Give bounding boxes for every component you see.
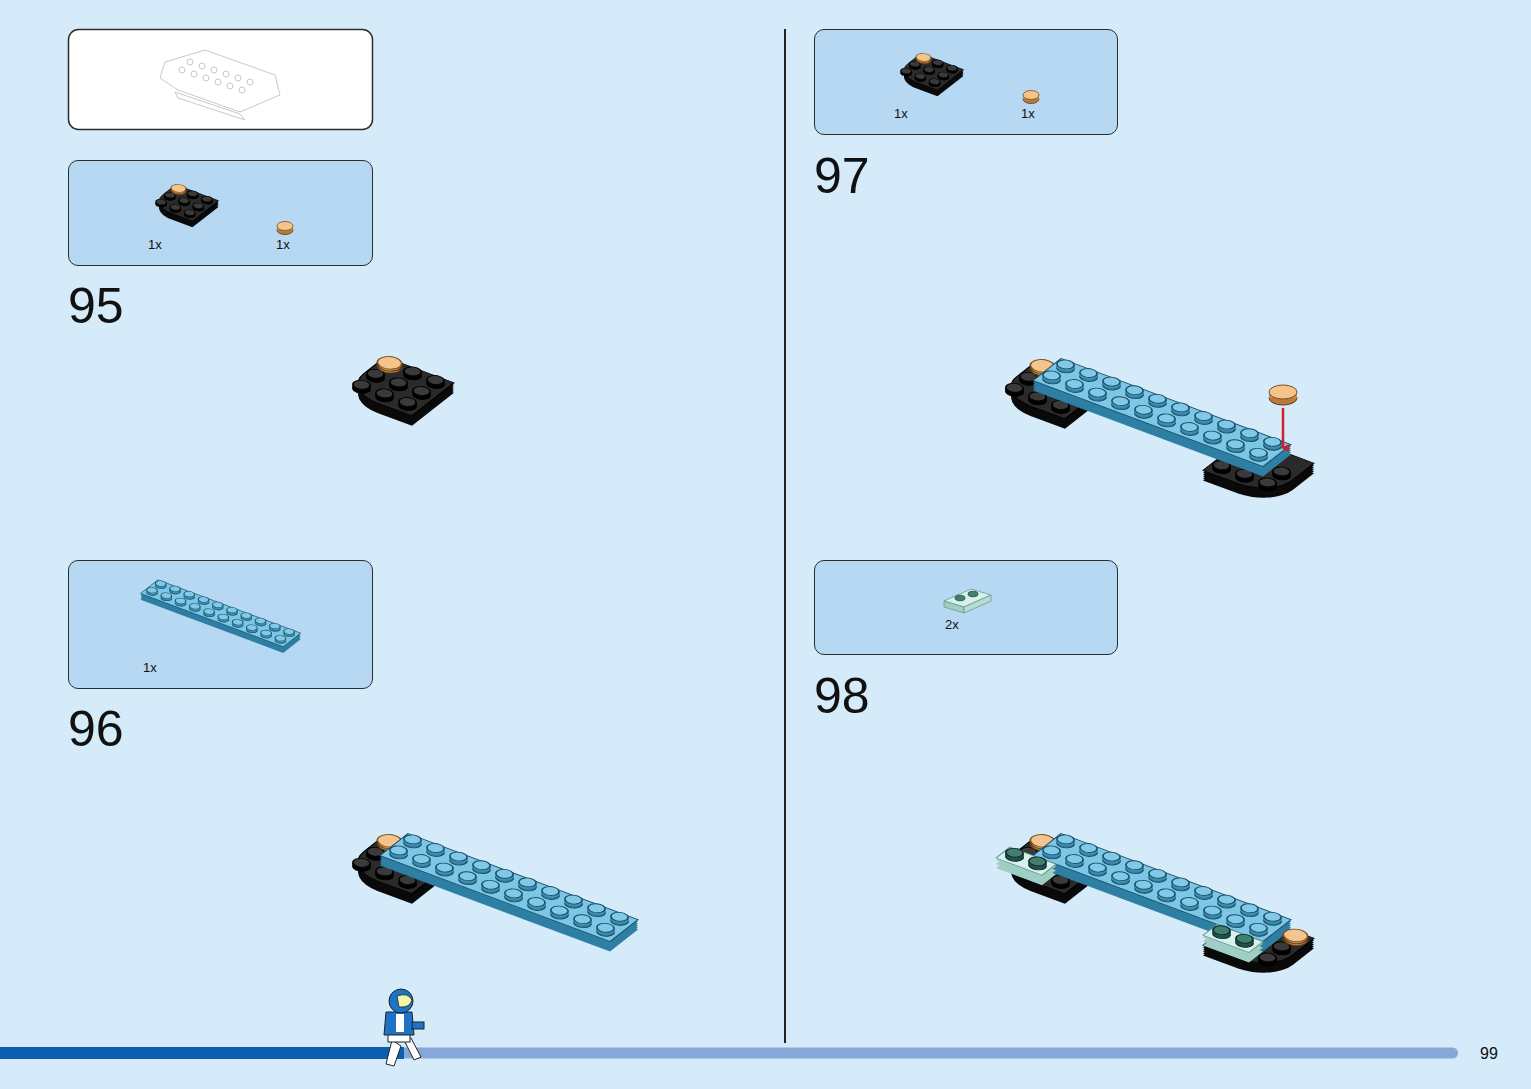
illustration-part — [895, 52, 1039, 104]
illustration-part — [223, 71, 229, 77]
step-number: 98 — [814, 671, 870, 721]
part-quantity: 1x — [148, 237, 162, 253]
part-thumbnail — [1023, 91, 1039, 104]
step-95-model — [343, 354, 454, 426]
progress-track — [400, 1048, 1458, 1059]
illustration-part — [179, 67, 185, 73]
step-96-model — [343, 832, 638, 952]
parts-thumbnails — [69, 161, 374, 267]
illustration-part — [397, 995, 412, 1007]
part-thumbnail — [150, 183, 219, 228]
illustration-part — [1269, 385, 1297, 399]
parts-callout-box: 1x 1x — [68, 160, 373, 266]
illustration-part — [203, 75, 209, 81]
illustration-part — [944, 601, 964, 613]
parts-thumbnails — [69, 561, 374, 690]
illustration-part — [235, 75, 241, 81]
illustration-part — [968, 591, 978, 597]
illustration-part — [1279, 927, 1312, 949]
page-number: 99 — [1480, 1046, 1498, 1062]
column-divider — [784, 29, 786, 1043]
illustration-part — [277, 222, 293, 231]
illustration-part — [215, 79, 221, 85]
placement-arrow — [1282, 408, 1285, 448]
illustration-part — [412, 1022, 424, 1029]
step-number: 97 — [814, 151, 870, 201]
submodel-preview — [160, 50, 280, 120]
illustration-part — [380, 833, 638, 951]
illustration-part — [1023, 91, 1039, 100]
falling-tile — [1269, 385, 1297, 405]
illustration-part — [996, 847, 1263, 963]
progress-fill — [0, 1047, 404, 1059]
illustration-part — [211, 67, 217, 73]
parts-thumbnails — [815, 561, 1119, 656]
part-quantity: 1x — [1021, 106, 1035, 122]
illustration-part — [239, 87, 245, 93]
part-thumbnail — [141, 580, 301, 653]
part-quantity: 1x — [894, 106, 908, 122]
illustration-part — [955, 595, 965, 601]
illustration-part — [964, 595, 991, 613]
submodel-preview-box — [69, 30, 373, 130]
illustration-part — [384, 1012, 414, 1035]
part-thumbnail — [895, 52, 964, 97]
illustration-part — [1033, 833, 1291, 951]
parts-callout-box: 1x 1x — [814, 29, 1118, 135]
step-number: 96 — [68, 704, 124, 754]
illustration-part — [187, 59, 193, 65]
parts-callout-box: 1x — [68, 560, 373, 689]
parts-callout-box: 2x — [814, 560, 1118, 655]
illustration-part — [150, 183, 293, 235]
part-quantity: 1x — [276, 237, 290, 253]
illustration-part — [389, 989, 413, 1013]
minifigure-runner — [384, 989, 424, 1066]
illustration-part — [247, 79, 253, 85]
step-number: 95 — [68, 281, 124, 331]
parts-thumbnails — [815, 30, 1119, 136]
illustration-part — [199, 63, 205, 69]
part-quantity: 2x — [945, 617, 959, 633]
illustration-part — [1033, 358, 1291, 476]
illustration-part — [160, 50, 280, 112]
illustration-part — [175, 92, 245, 120]
part-quantity: 1x — [143, 660, 157, 676]
illustration-part — [227, 83, 233, 89]
illustration-part — [191, 71, 197, 77]
illustration-part — [396, 1014, 404, 1032]
step-97-model — [996, 357, 1314, 506]
illustration-part — [386, 1040, 401, 1066]
illustration-part — [141, 580, 301, 653]
part-thumbnail — [944, 589, 991, 613]
step-98-model — [996, 832, 1314, 981]
part-thumbnail — [277, 222, 293, 235]
